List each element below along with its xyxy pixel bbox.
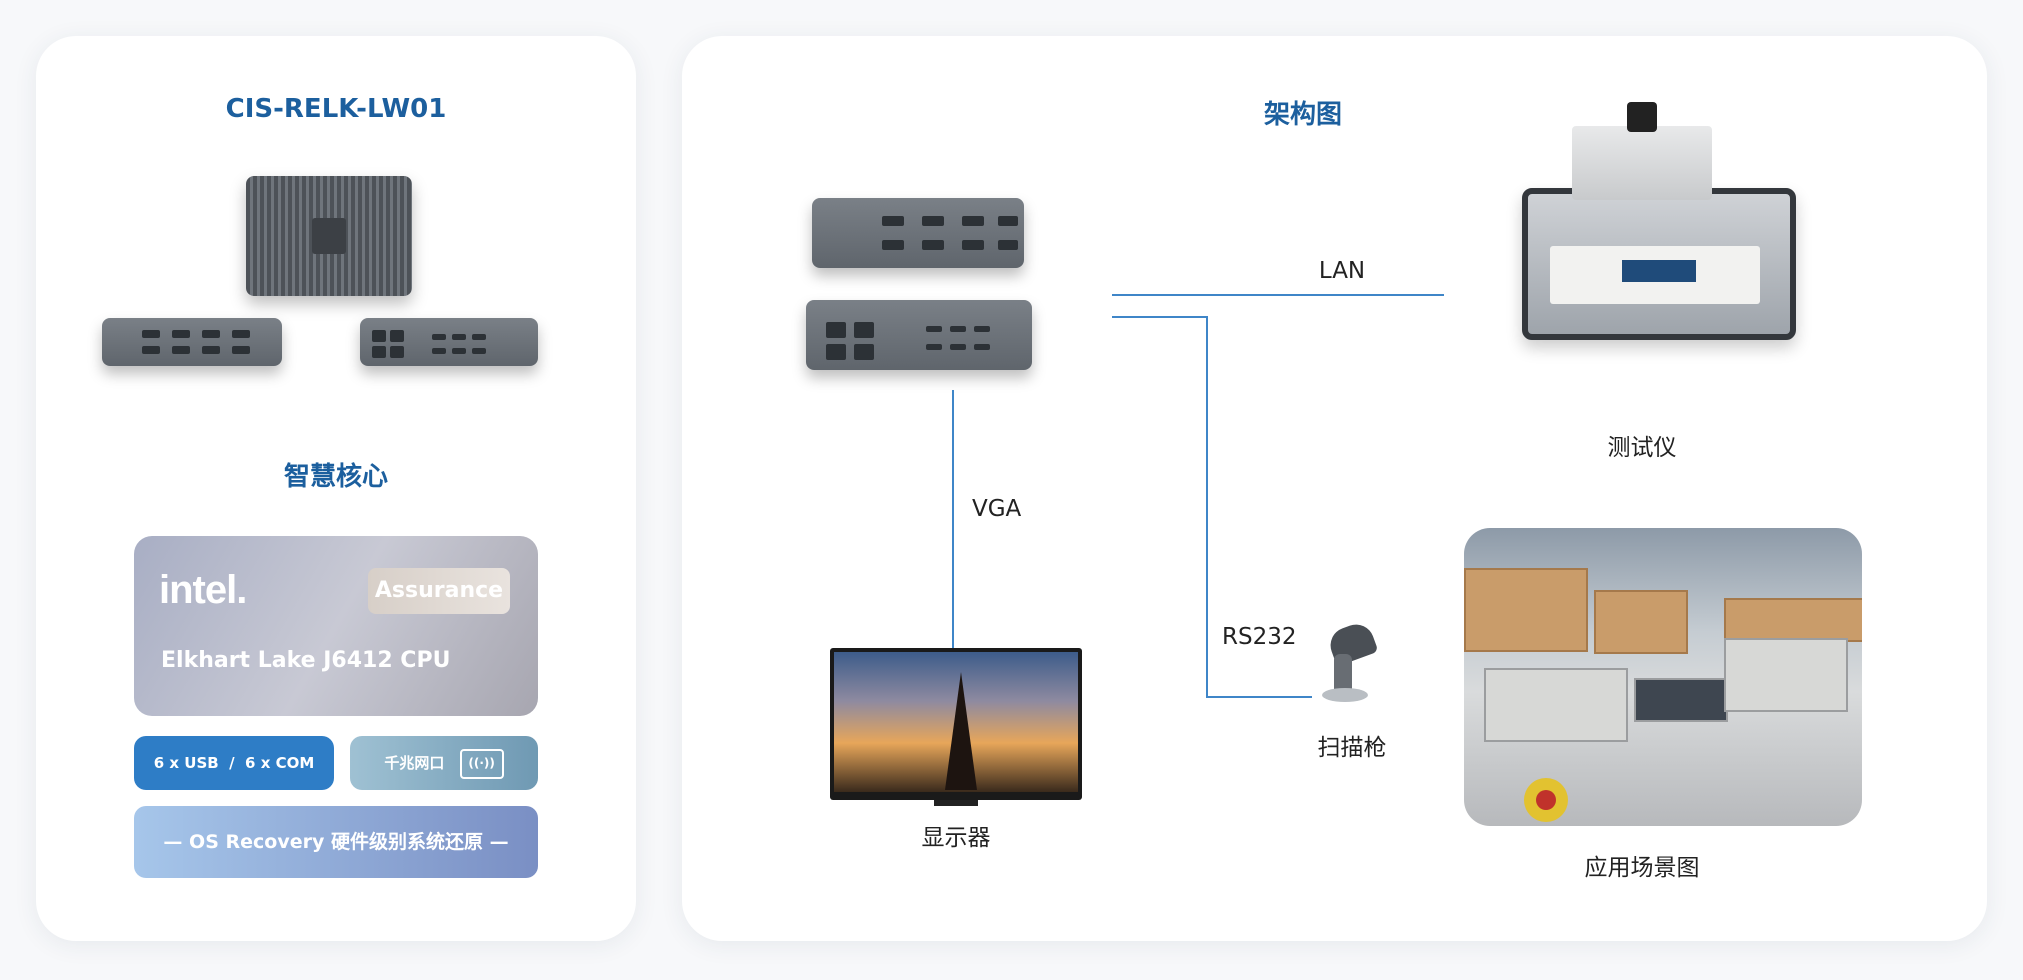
vga-line: [952, 390, 954, 650]
usb-com-pill: 6 x USB / 6 x COM: [134, 736, 334, 790]
architecture-card: 架构图 LAN VGA RS232 测试仪: [682, 36, 1987, 941]
device-com-side-image: [102, 318, 282, 366]
controller-io-view-image: [806, 300, 1032, 370]
lan-label: 千兆网口: [384, 754, 445, 772]
application-scene-photo: [1464, 528, 1862, 826]
section-title: 智慧核心: [283, 462, 388, 492]
scene-label: 应用场景图: [1584, 855, 1700, 881]
intel-logo: intel.: [159, 568, 247, 612]
monitor-stand: [934, 800, 978, 806]
product-title: CIS-RELK-LW01: [225, 94, 447, 124]
lan-label: LAN: [1318, 258, 1366, 284]
product-card: CIS-RELK-LW01 智慧核心 intel. Assurance Elkh…: [36, 36, 636, 941]
rs232-label: RS232: [1222, 624, 1297, 650]
os-recovery-label: — OS Recovery 硬件级别系统还原 —: [163, 831, 509, 853]
usb-com-label: 6 x USB / 6 x COM: [153, 754, 315, 772]
rs232-line-vertical: [1206, 316, 1208, 698]
lan-line: [1112, 294, 1444, 296]
wifi-icon: ((·)): [459, 748, 504, 779]
architecture-title: 架构图: [1263, 100, 1342, 130]
assurance-badge: Assurance: [368, 568, 510, 614]
controller-com-view-image: [812, 198, 1024, 268]
rs232-line-bottom: [1206, 696, 1312, 698]
tester-label: 测试仪: [1607, 435, 1677, 461]
vga-label: VGA: [972, 496, 1022, 522]
monitor-image: [830, 648, 1082, 800]
os-recovery-pill: — OS Recovery 硬件级别系统还原 —: [134, 806, 538, 878]
cpu-label: Elkhart Lake J6412 CPU: [161, 648, 451, 673]
intel-cpu-card: intel. Assurance Elkhart Lake J6412 CPU: [134, 536, 538, 716]
rs232-line-top: [1112, 316, 1206, 318]
monitor-label: 显示器: [921, 825, 991, 851]
device-top-view-image: [246, 176, 412, 296]
scanner-label: 扫描枪: [1317, 735, 1387, 761]
lan-pill: 千兆网口 ((·)): [350, 736, 538, 790]
device-io-side-image: [360, 318, 538, 366]
